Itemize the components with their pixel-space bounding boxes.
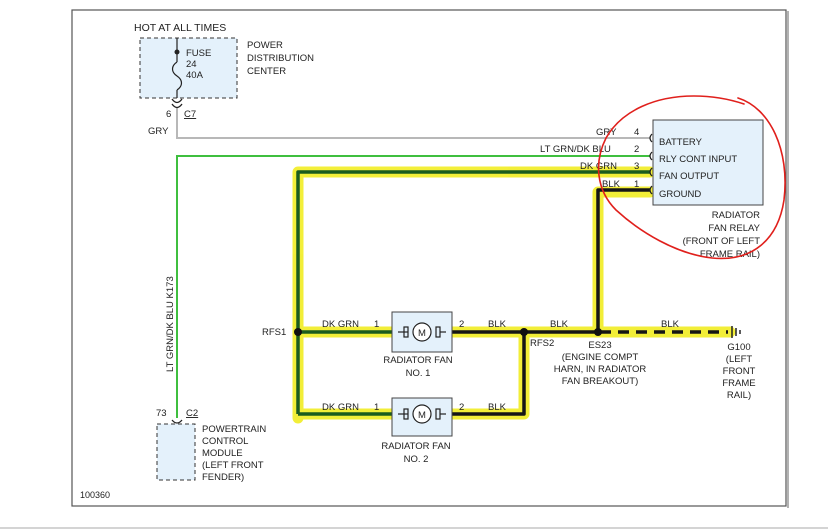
vertical-wire-label: LT GRN/DK BLU K173 xyxy=(165,276,176,372)
fan2-motor-symbol: M xyxy=(418,410,426,421)
fuse-rating: 40A xyxy=(186,70,204,81)
fan2-in-pin: 1 xyxy=(374,402,379,413)
relay-pin-fan-output-num: 3 xyxy=(634,161,639,172)
figure-id: 100360 xyxy=(80,490,110,500)
ground-icon xyxy=(731,326,741,338)
fuse-label: FUSE xyxy=(186,48,211,59)
pcm-label-3: MODULE xyxy=(202,448,243,459)
g100-label-3: FRONT xyxy=(723,366,756,377)
relay-pin-ground-num: 1 xyxy=(634,179,639,190)
fan1-name-1: RADIATOR FAN xyxy=(383,355,452,366)
c2-name: C2 xyxy=(186,408,198,419)
relay-name-4: FRAME RAIL) xyxy=(700,249,760,260)
ground-blk-label: BLK xyxy=(661,319,680,330)
g100-label-1: G100 xyxy=(727,342,750,353)
rfs1-label: RFS1 xyxy=(262,327,286,338)
relay-name-1: RADIATOR xyxy=(712,210,760,221)
gry-wire-label: GRY xyxy=(148,126,169,137)
g100-label-5: RAIL) xyxy=(727,390,751,401)
red-annotation-circle xyxy=(597,95,786,260)
diagram-frame xyxy=(71,9,787,507)
relay-pin-battery-label: BATTERY xyxy=(659,137,703,148)
relay-name-3: (FRONT OF LEFT xyxy=(683,236,761,247)
c7-connector-symbol-lower xyxy=(171,103,183,109)
c7-name: C7 xyxy=(184,109,196,120)
fan1-in-wire: DK GRN xyxy=(322,319,359,330)
pcm-label-2: CONTROL xyxy=(202,436,248,447)
relay-name-2: FAN RELAY xyxy=(708,223,760,234)
pdc-label-3: CENTER xyxy=(247,66,286,77)
relay-box xyxy=(652,119,764,206)
fuse-top-node xyxy=(174,49,180,55)
g100-label-4: FRAME xyxy=(722,378,755,389)
relay-pin-battery-wire: GRY xyxy=(596,127,617,138)
rfs2-label: RFS2 xyxy=(530,338,554,349)
relay-pin-battery-num: 4 xyxy=(634,127,639,138)
fan2-out-pin: 2 xyxy=(459,402,464,413)
relay-pin-terminals xyxy=(649,133,653,195)
rfs2-splice xyxy=(520,328,528,336)
fan2-out-wire: BLK xyxy=(488,402,507,413)
header-label: HOT AT ALL TIMES xyxy=(134,22,226,34)
fan1-motor-symbol: M xyxy=(418,328,426,339)
relay-pin-rly-cont-wire: LT GRN/DK BLU xyxy=(540,144,611,155)
rfs1-splice xyxy=(294,328,302,336)
pcm-box xyxy=(156,423,196,481)
relay-pin-rly-cont-num: 2 xyxy=(634,144,639,155)
es23-label-2: (ENGINE COMPT xyxy=(562,352,639,363)
fuse-number: 24 xyxy=(186,59,197,70)
relay-pin-ground-label: GROUND xyxy=(659,189,701,200)
es23-label-3: HARN, IN RADIATOR xyxy=(554,364,647,375)
fan1-out-pin: 2 xyxy=(459,319,464,330)
fan2-in-wire: DK GRN xyxy=(322,402,359,413)
fan2-name-2: NO. 2 xyxy=(404,454,429,465)
relay-pin-ground-wire: BLK xyxy=(602,179,621,190)
c2-connector-symbol xyxy=(171,419,183,424)
pdc-label-1: POWER xyxy=(247,40,283,51)
pdc-label-2: DISTRIBUTION xyxy=(247,53,314,64)
pdc-box xyxy=(139,37,238,99)
pcm-label-5: FENDER) xyxy=(202,472,244,483)
fan1-in-pin: 1 xyxy=(374,319,379,330)
es23-splice xyxy=(594,328,602,336)
c2-pin: 73 xyxy=(156,408,167,419)
fan1-motor-icon xyxy=(398,322,446,342)
g100-label-2: (LEFT xyxy=(726,354,753,365)
fan1-out-wire: BLK xyxy=(488,319,507,330)
pcm-label-1: POWERTRAIN xyxy=(202,424,266,435)
gry-wire xyxy=(176,108,650,139)
fan1-name-2: NO. 1 xyxy=(406,368,431,379)
relay-pin-rly-cont-label: RLY CONT INPUT xyxy=(659,154,737,165)
c7-pin: 6 xyxy=(166,109,171,120)
pcm-label-4: (LEFT FRONT xyxy=(202,460,264,471)
relay-pin-fan-output-label: FAN OUTPUT xyxy=(659,171,719,182)
es23-label-4: FAN BREAKOUT) xyxy=(562,376,639,387)
fan2-name-1: RADIATOR FAN xyxy=(381,441,450,452)
fan2-motor-icon xyxy=(398,404,446,424)
lt-grn-dk-blu-wire xyxy=(176,155,650,418)
highlight-layer xyxy=(292,166,736,424)
es23-label-1: ES23 xyxy=(588,340,611,351)
mid-blk-label: BLK xyxy=(550,319,569,330)
c7-connector-symbol xyxy=(171,98,183,104)
